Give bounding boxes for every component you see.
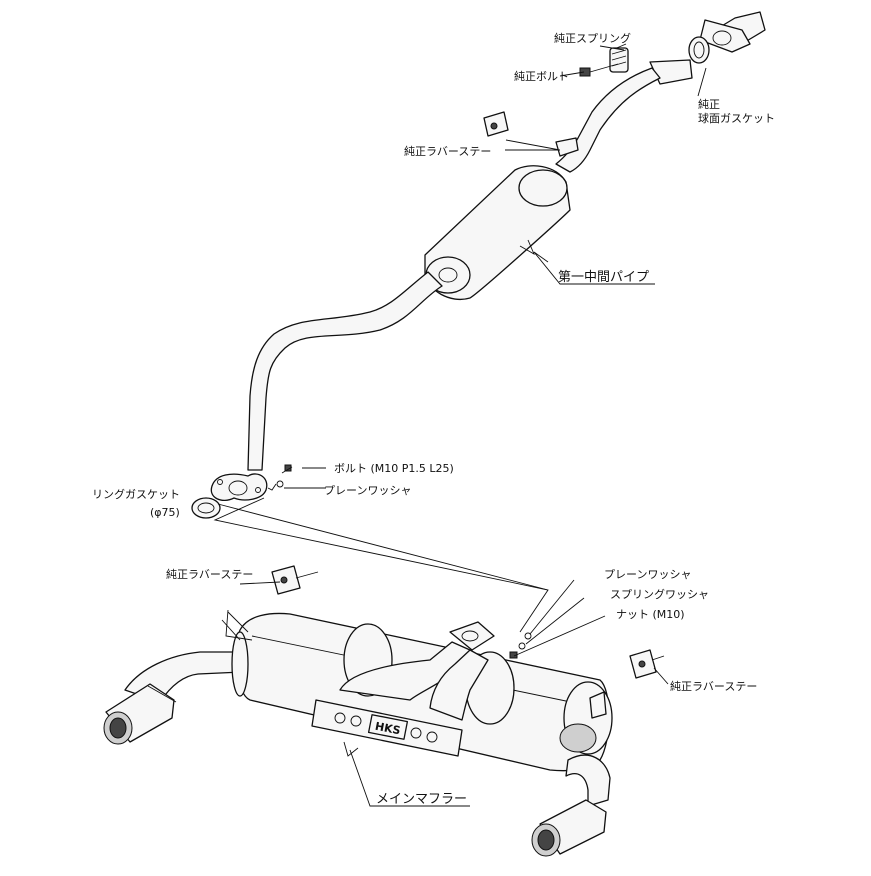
label-bolt-spec: ボルト (M10 P1.5 L25) <box>334 462 454 475</box>
label-stock-spring: 純正スプリング <box>554 31 631 45</box>
rubber-stay-left <box>221 565 319 641</box>
label-gasket-line2: 球面ガスケット <box>698 111 775 125</box>
main-muffler: HKS <box>103 612 613 857</box>
rubber-stay-right <box>589 649 665 719</box>
label-spring-washer: スプリングワッシャ <box>610 587 709 601</box>
label-rubber-stay-left: 純正ラバーステー <box>166 568 253 581</box>
label-plain-washer-upper: プレーンワッシャ <box>324 484 411 497</box>
stock-bolt <box>579 63 619 77</box>
label-first-mid-pipe: 第一中間パイプ <box>558 270 649 285</box>
first-mid-pipe <box>210 59 693 501</box>
label-nut: ナット (M10) <box>616 608 685 621</box>
rubber-stay-top <box>483 111 579 157</box>
label-rubber-stay-right: 純正ラバーステー <box>670 680 757 693</box>
label-stock-bolt: 純正ボルト <box>514 70 569 83</box>
hks-logo: HKS <box>374 720 402 738</box>
spherical-gasket <box>688 36 710 64</box>
label-rubber-stay-top: 純正ラバーステー <box>404 145 491 158</box>
label-gasket-line1: 純正 <box>698 98 720 111</box>
washers-nut <box>509 632 532 659</box>
ring-gasket <box>191 497 221 519</box>
upstream-pipe <box>699 11 766 53</box>
label-plain-washer-lower: プレーンワッシャ <box>604 568 691 581</box>
label-ring-gasket: リングガスケット <box>92 487 180 501</box>
label-main-muffler: メインマフラー <box>376 792 467 807</box>
stock-spring <box>609 43 629 73</box>
label-ring-gasket-size: (φ75) <box>150 506 180 519</box>
flange-bolt <box>267 464 293 491</box>
